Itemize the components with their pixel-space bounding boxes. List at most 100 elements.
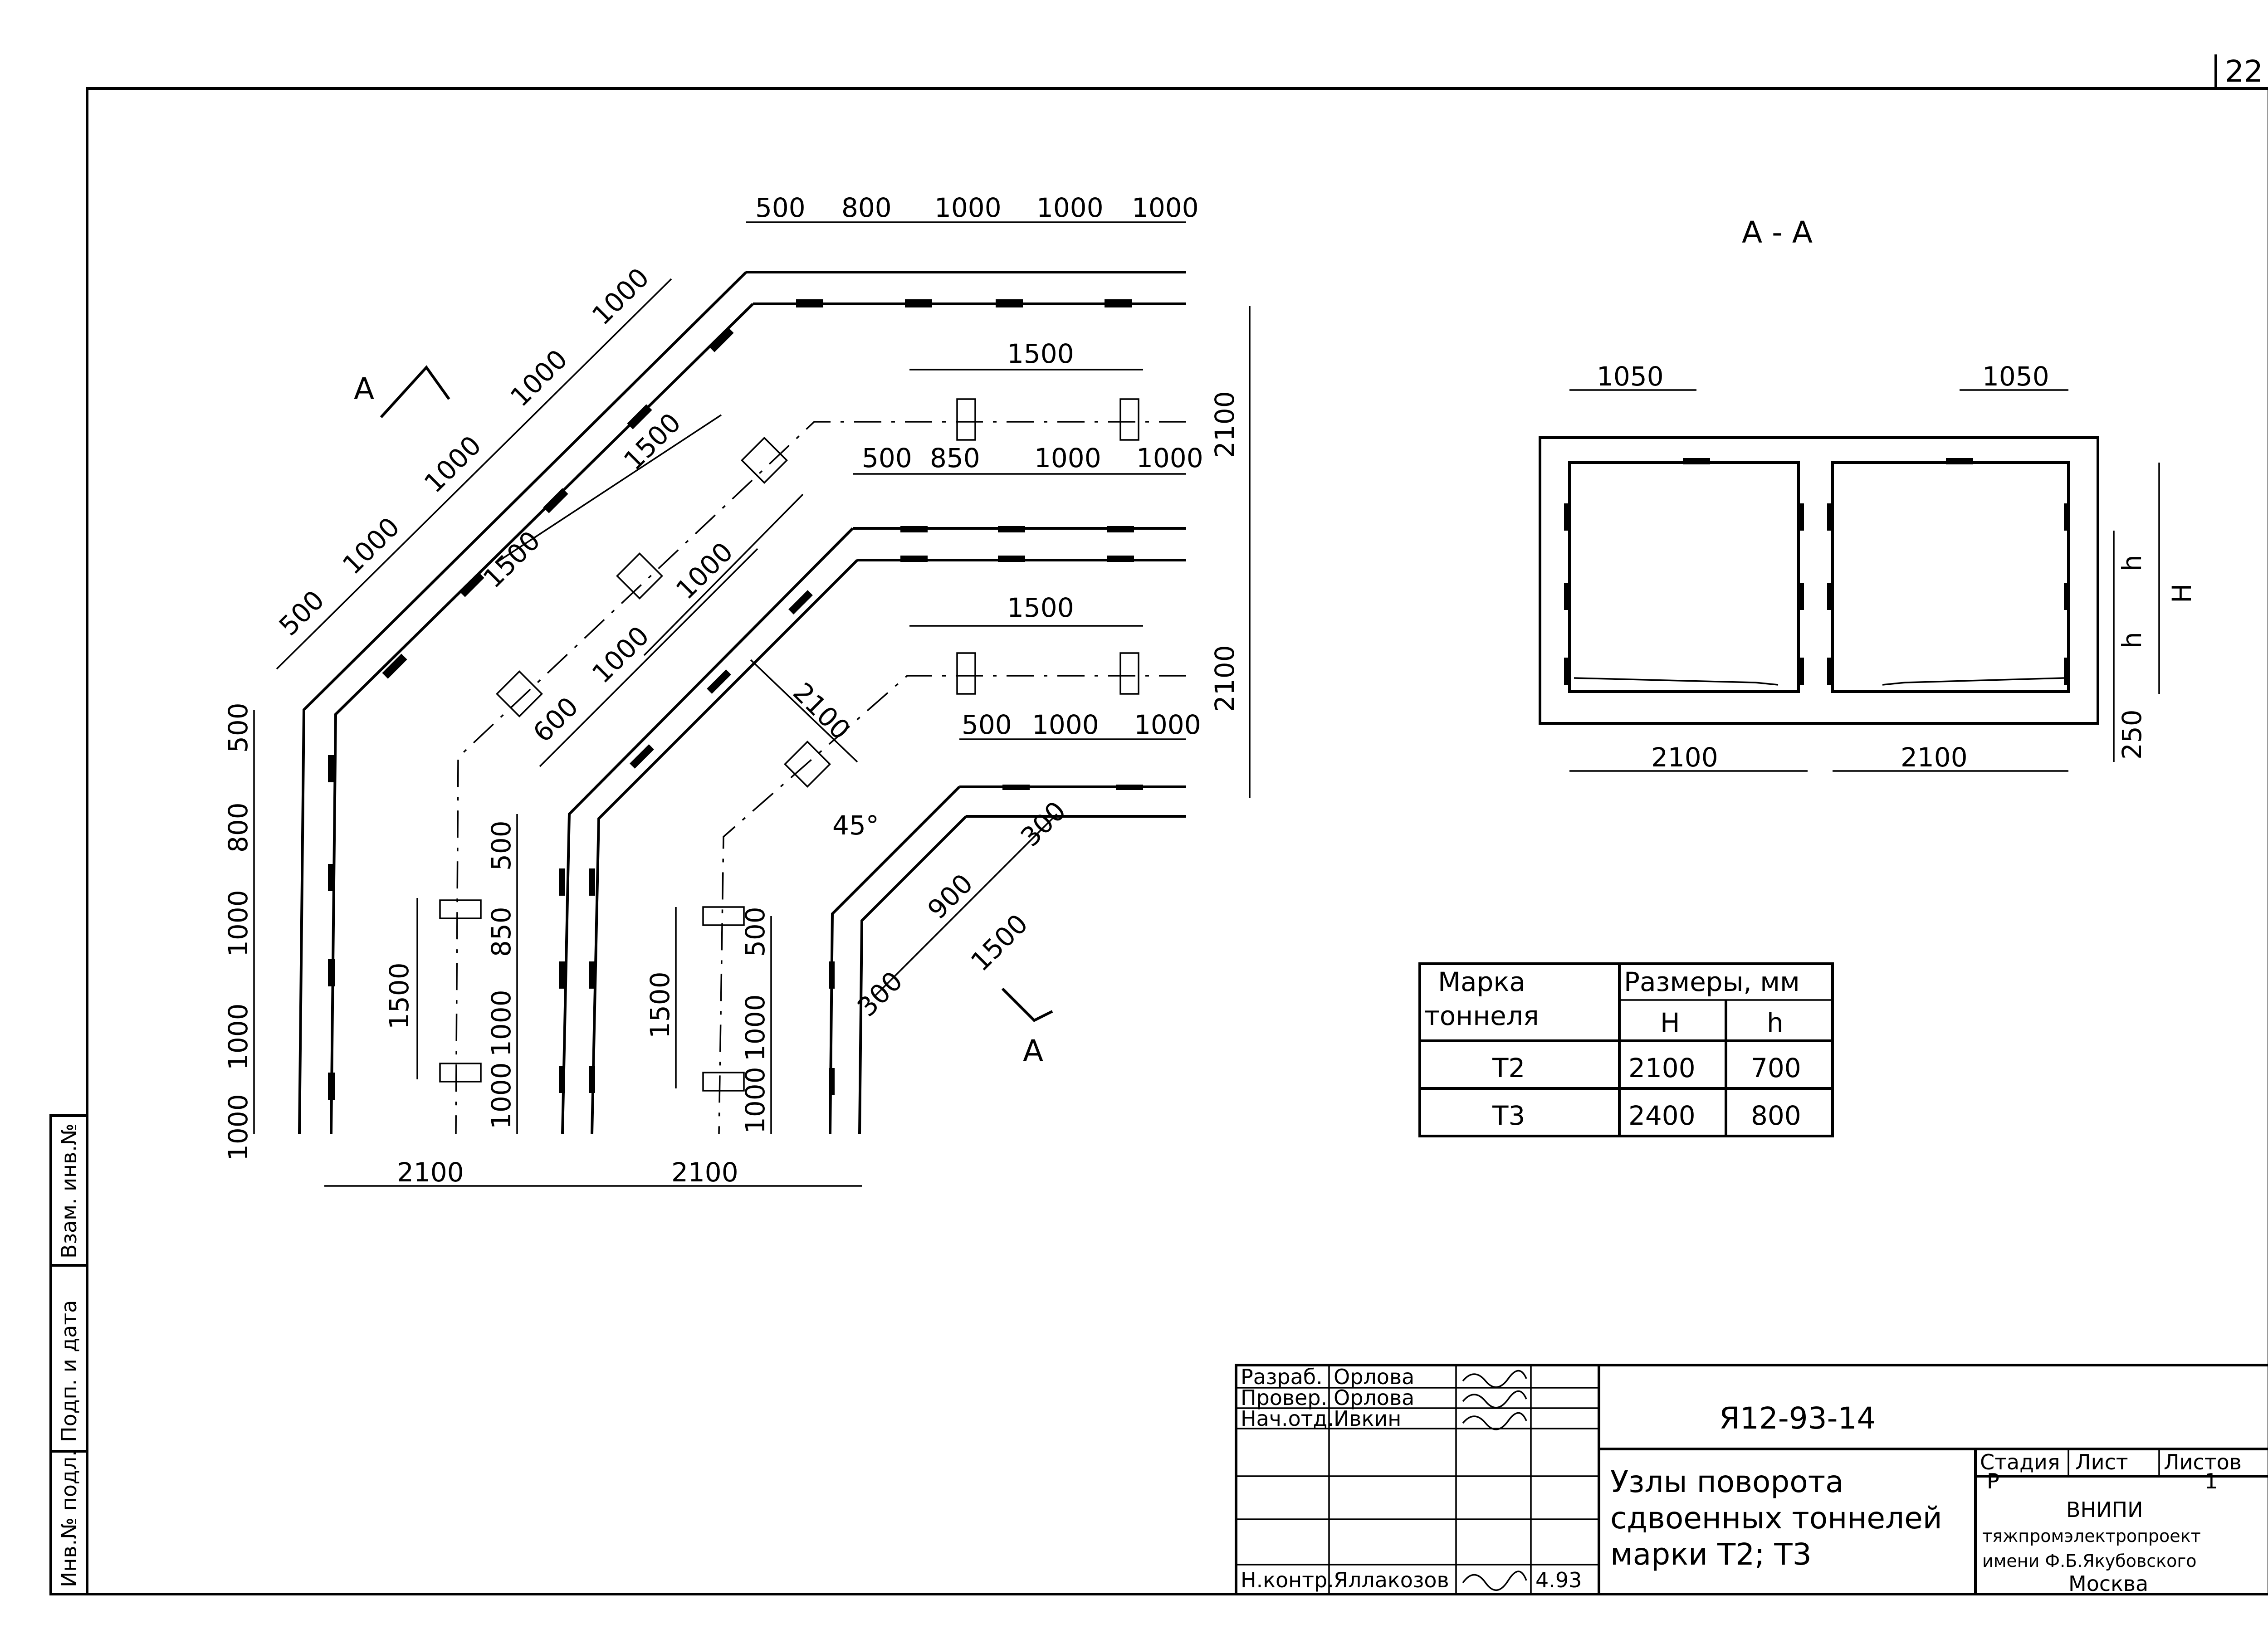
tb-stage: Р [1987,1469,1999,1493]
signature-norm [1462,1571,1527,1591]
dim-inner-900: 900 [922,868,979,925]
dim-low-500: 500 [962,709,1012,740]
sheet-frame [86,87,2268,1595]
table-row1-mark: Т2 [1492,1053,1525,1083]
tb-title-line-1: Узлы поворота [1610,1464,1844,1499]
dim-left-1500: 1500 [384,962,415,1029]
dim-bottom-2100b: 2100 [671,1157,738,1188]
title-block: Разраб. Орлова Провер. Орлова Нач.отд. И… [1235,1364,2268,1596]
section-dim-2100a: 2100 [1651,742,1718,773]
tb-name-1: Орлова [1334,1365,1414,1389]
section-marker-label-top: А [354,371,374,406]
stamp-replace-inv: Взам. инв.№ [57,1123,81,1258]
dim-top-1000b: 1000 [1036,192,1104,223]
dim-top-800: 800 [841,192,892,223]
dim-mid-850: 850 [930,443,980,473]
dim-diag-1000c: 1000 [504,343,573,412]
dim-diag-1000d: 1000 [586,262,655,331]
tb-doc-code: Я12-93-14 [1719,1401,1876,1436]
tb-org-4: Москва [2068,1571,2148,1596]
tb-title-line-3: марки Т2; Т3 [1610,1537,1812,1572]
dim-inner-300a: 300 [1015,795,1072,853]
table-subheader-H: H [1660,1007,1680,1038]
dim-angle-45: 45° [832,810,879,841]
dim-right-2100b: 2100 [1209,645,1240,712]
tb-sheets-head: Листов [2164,1450,2242,1474]
dim-left-800: 800 [223,802,254,853]
tb-norm-role: Н.контр. [1241,1568,1334,1592]
dim-diag-1000a: 1000 [337,511,406,580]
dim-top-1000a: 1000 [934,192,1002,223]
dim-diag-1500b: 1500 [618,407,687,476]
dim-diag-500: 500 [273,585,330,642]
tb-role-3: Нач.отд. [1241,1406,1334,1431]
tb-role-2: Провер. [1241,1385,1327,1410]
table-row2-mark: Т3 [1492,1100,1525,1131]
dim-innerv-500: 500 [740,907,771,957]
dim-innerv-1000b: 1000 [740,1067,771,1134]
dim-midv-500: 500 [486,820,517,871]
section-dim-250: 250 [2116,709,2147,760]
dim-right-2100a: 2100 [1209,391,1240,458]
plan-dimensions: 500 800 1000 1000 1000 500 850 1000 1000… [223,192,1240,1188]
dim-diag-2100: 2100 [787,677,856,746]
tb-name-2: Орлова [1334,1385,1414,1410]
stamp-inv-no: Инв.№ подл. [57,1450,81,1587]
page-number: 22 [2225,54,2263,89]
dim-top-1000c: 1000 [1132,192,1199,223]
section-marker-top: А [354,365,450,419]
dim-center-1500a: 1500 [1007,338,1074,369]
plan-view [253,221,1251,1187]
section-dim-h2: h [2116,632,2147,649]
dim-midv-1000b: 1000 [486,1062,517,1129]
dim-bottom-2100a: 2100 [397,1157,464,1188]
dim-mid-1000b: 1000 [1136,443,1203,473]
tb-name-3: Ивкин [1334,1406,1401,1431]
dim-diag-1000b: 1000 [418,429,487,498]
table-subheader-h: h [1767,1007,1784,1038]
tb-org-3: имени Ф.Б.Якубовского [1982,1551,2197,1571]
dim-mid-1500: 1500 [645,971,675,1039]
dim-left-1000c: 1000 [223,1094,254,1161]
signature-2 [1462,1390,1527,1409]
tb-sheet-head: Лист [2075,1450,2128,1474]
dim-center-1500b: 1500 [1007,592,1074,623]
tb-org-1: ВНИПИ [2066,1497,2143,1522]
table-row1-h: 700 [1751,1053,1801,1083]
tb-role-1: Разраб. [1241,1365,1323,1389]
section-view: А - А 1050 1050 2100 2100 h h H 250 [1539,215,2197,773]
dim-mid-500: 500 [862,443,912,473]
section-title: А - А [1742,215,1813,250]
table-row2-h: 800 [1751,1100,1801,1131]
section-dim-1050b: 1050 [1982,361,2049,392]
table-header-mark-2: тоннеля [1424,1000,1539,1031]
dim-top-500: 500 [755,192,806,223]
tb-norm-name: Яллакозов [1334,1568,1449,1592]
signature-3 [1462,1412,1527,1430]
dim-midv-1000a: 1000 [486,990,517,1057]
section-dim-1050a: 1050 [1597,361,1664,392]
dim-inner-1500: 1500 [965,908,1034,977]
section-dim-2100b: 2100 [1901,742,1968,773]
tb-stage-head: Стадия [1980,1450,2060,1474]
tb-sheets: 1 [2204,1469,2218,1493]
table-header-sizes: Размеры, мм [1624,966,1800,997]
dim-low-1000a: 1000 [1032,709,1099,740]
dim-left-1000a: 1000 [223,890,254,957]
tb-title-line-2: сдвоенных тоннелей [1610,1501,1942,1536]
section-marker-label-bottom: А [1023,1034,1043,1068]
dim-mid-1000a: 1000 [1034,443,1101,473]
dim-left-500: 500 [223,702,254,753]
section-marker-bottom: А [1001,987,1053,1068]
dim-midv-850: 850 [486,907,517,957]
section-dim-h1: h [2116,555,2147,571]
tb-norm-date: 4.93 [1535,1568,1582,1592]
dim-diag-1500a: 1500 [477,525,546,594]
section-dim-H: H [2166,583,2197,603]
stamp-sign-date: Подп. и дата [57,1300,81,1442]
dim-innerv-1000a: 1000 [740,994,771,1061]
table-row1-H: 2100 [1628,1053,1696,1083]
side-stamp: Инв.№ подл. Подп. и дата Взам. инв.№ [49,1114,88,1595]
tb-org-2: тяжпромэлектропроект [1982,1526,2201,1546]
